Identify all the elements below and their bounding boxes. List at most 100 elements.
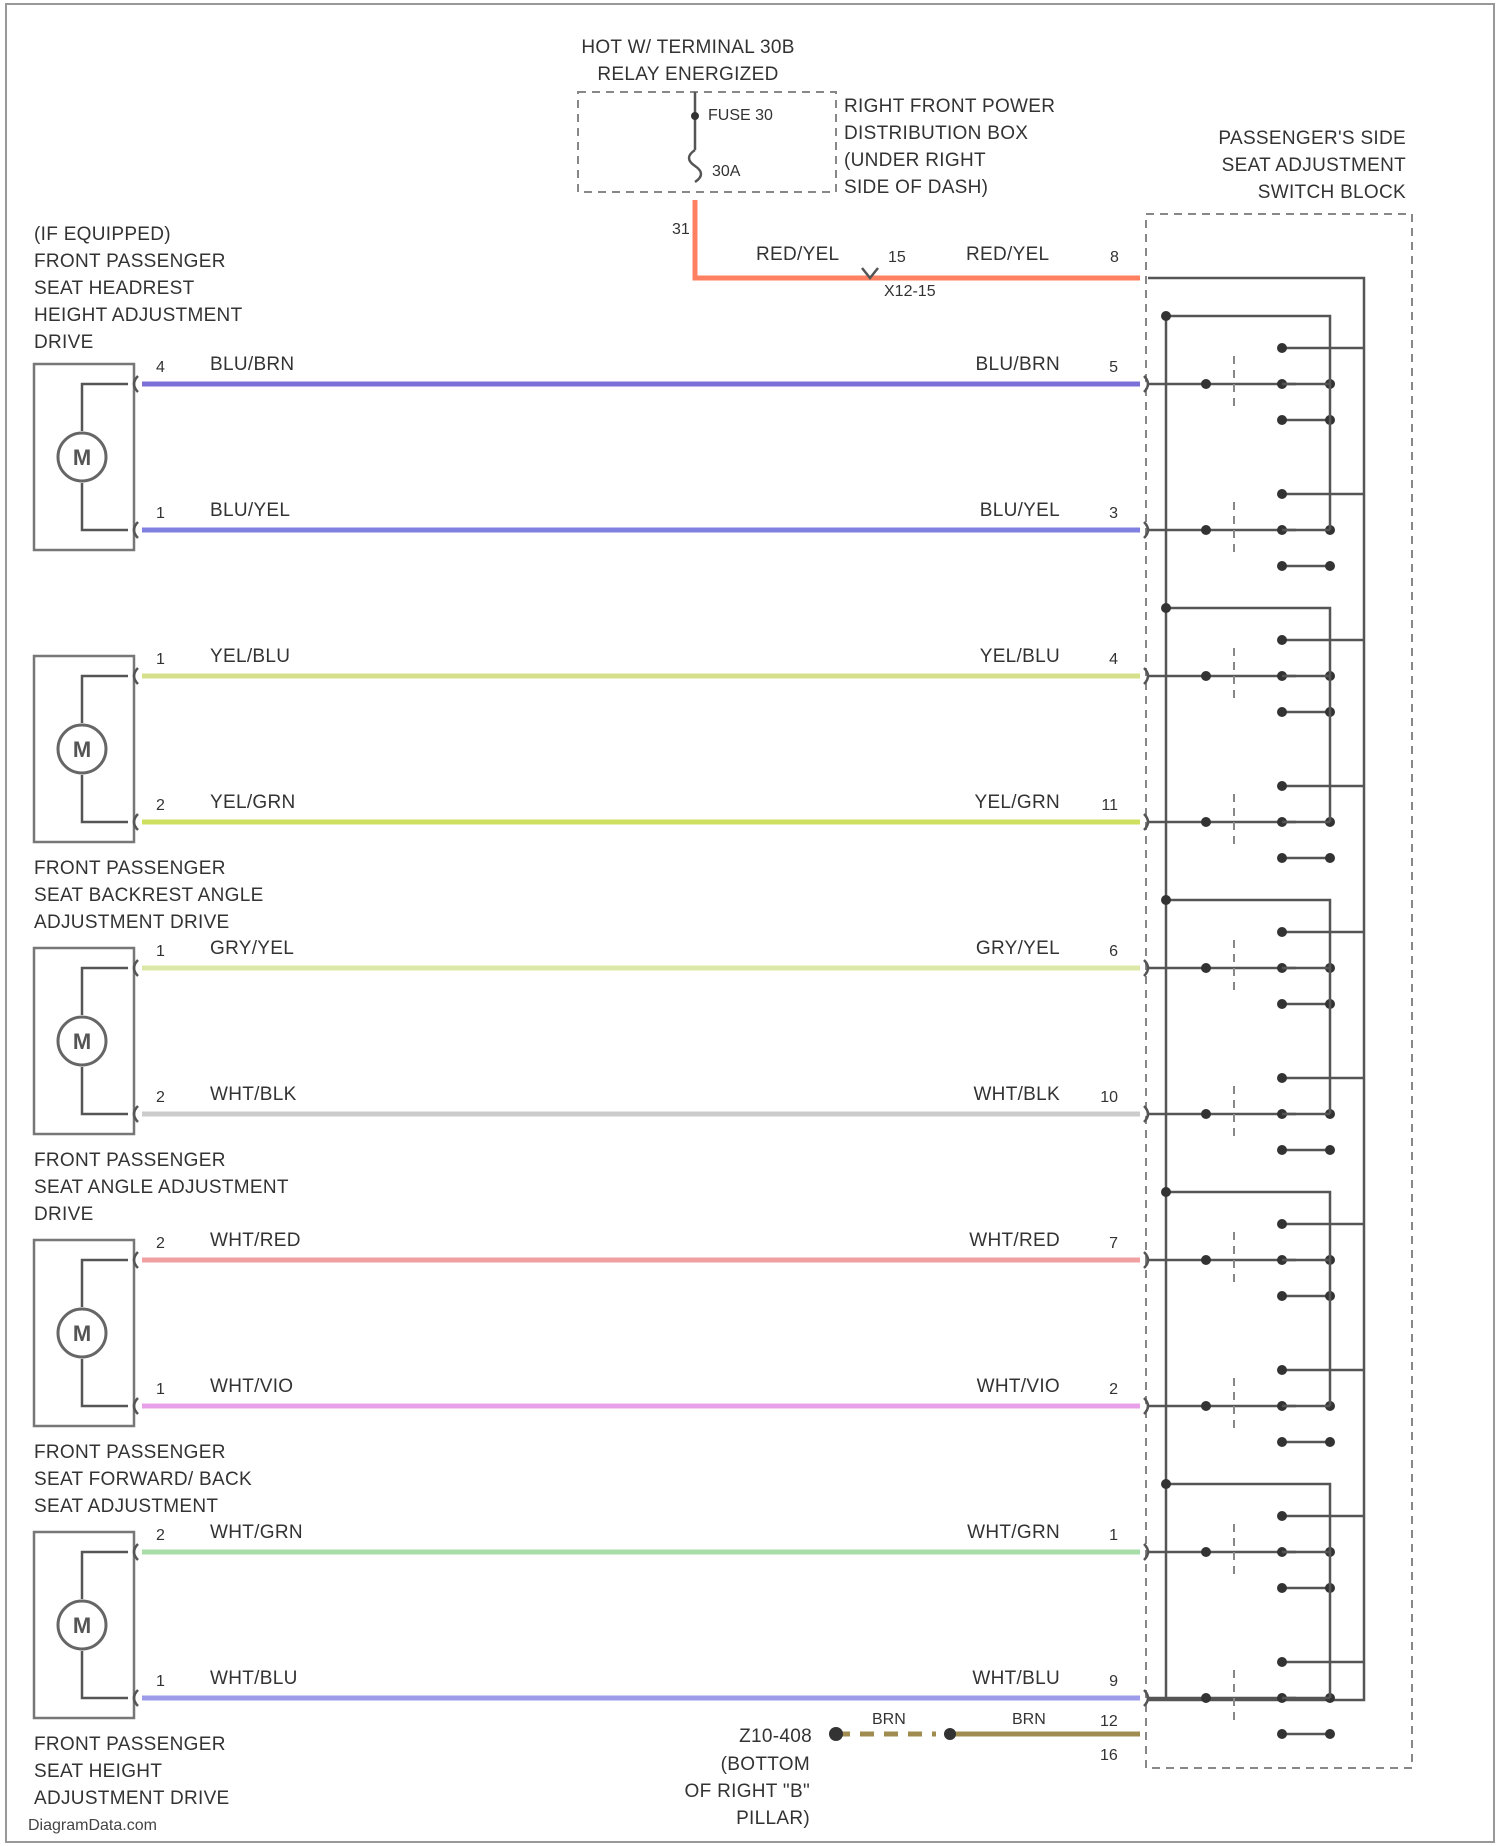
- motor-pin: 2: [156, 797, 165, 814]
- motor-symbol: M: [73, 1613, 91, 1638]
- motor-connector: [134, 376, 138, 392]
- wire-gry-yel: 1GRY/YELGRY/YEL6: [134, 938, 1148, 976]
- wire-color-right: YEL/BLU: [980, 646, 1060, 667]
- wire-blu-yel: 1 BLU/YEL BLU/YEL 3: [134, 500, 1148, 538]
- dist-box-line4: SIDE OF DASH): [844, 177, 988, 198]
- power-wire: [695, 200, 1140, 278]
- motor-connector: [134, 1252, 138, 1268]
- contact-dot: [1277, 1291, 1287, 1301]
- junction-dot: [1161, 603, 1171, 613]
- switch-contact-group: [1148, 1365, 1364, 1447]
- junction-dot: [1201, 1547, 1211, 1557]
- watermark: DiagramData.com: [28, 1817, 157, 1834]
- motor-connector: [134, 1398, 138, 1414]
- motor-pin: 2: [156, 1089, 165, 1106]
- power-source: HOT W/ TERMINAL 30B RELAY ENERGIZED FUSE…: [578, 37, 1140, 300]
- wire-color-right: BLU/BRN: [976, 354, 1060, 375]
- contact-dot: [1325, 853, 1335, 863]
- ground-point: [829, 1727, 843, 1741]
- wire-color-left: BLU/YEL: [210, 500, 290, 521]
- wire-wht-grn: 2 WHT/GRN WHT/GRN 1: [134, 1522, 1148, 1560]
- contact-dot: [1277, 1729, 1287, 1739]
- wire-color-left: GRY/YEL: [210, 938, 294, 959]
- contact-dot: [1277, 1657, 1287, 1667]
- motor-label-line: FRONT PASSENGER: [34, 858, 226, 879]
- contact-dot: [1277, 489, 1287, 499]
- switch-contact-group: [1148, 1073, 1364, 1155]
- switch-pin: 10: [1100, 1089, 1118, 1106]
- contact-dot: [1325, 1437, 1335, 1447]
- junction-dot: [1201, 1401, 1211, 1411]
- switch-pin: 3: [1109, 505, 1118, 522]
- wire-color-right: YEL/GRN: [974, 792, 1060, 813]
- switch-contact-group: [1148, 489, 1364, 571]
- fuse-pin: 31: [672, 221, 690, 238]
- power-wire-color-right: RED/YEL: [966, 244, 1049, 265]
- dist-box-line2: DISTRIBUTION BOX: [844, 123, 1028, 144]
- contact-dot: [1277, 1437, 1287, 1447]
- motor-label-line: SEAT BACKREST ANGLE: [34, 885, 264, 906]
- switch-block-line1: PASSENGER'S SIDE: [1218, 128, 1406, 149]
- wire-color-right: WHT/BLU: [972, 1668, 1060, 1689]
- ground-switch-pin: 12: [1100, 1713, 1118, 1730]
- switch-contact-group: [1148, 1511, 1364, 1593]
- dist-box-line1: RIGHT FRONT POWER: [844, 96, 1055, 117]
- switch-pin: 9: [1109, 1673, 1118, 1690]
- motor-pin: 1: [156, 505, 165, 522]
- motor-label-line: SEAT ANGLE ADJUSTMENT: [34, 1177, 289, 1198]
- wire-color-left: YEL/BLU: [210, 646, 290, 667]
- motor-pin: 4: [156, 359, 165, 376]
- wire-color-right: BLU/YEL: [980, 500, 1060, 521]
- motor-label-line: DRIVE: [34, 332, 94, 353]
- switch-pin: 4: [1109, 651, 1118, 668]
- junction-dot: [1201, 1255, 1211, 1265]
- motor-label-line: FRONT PASSENGER: [34, 1442, 226, 1463]
- contact-dot: [1277, 415, 1287, 425]
- ground-pin-below: 16: [1100, 1747, 1118, 1764]
- motor-pin: 2: [156, 1235, 165, 1252]
- contact-dot: [1277, 781, 1287, 791]
- contact-dot: [1277, 343, 1287, 353]
- switch-block-line2: SEAT ADJUSTMENT: [1222, 155, 1406, 176]
- hot-label-line1: HOT W/ TERMINAL 30B: [581, 37, 794, 58]
- motor-connector: [134, 1544, 138, 1560]
- motor-connector: [134, 522, 138, 538]
- motor-pin: 1: [156, 1381, 165, 1398]
- wire-color-left: BLU/BRN: [210, 354, 294, 375]
- fuse-rating: 30A: [712, 163, 741, 180]
- motor-label-line: SEAT FORWARD/ BACK: [34, 1469, 252, 1490]
- switch-pin: 2: [1109, 1381, 1118, 1398]
- switch-pin: 1: [1109, 1527, 1118, 1544]
- switch-contact-group: [1148, 1219, 1364, 1301]
- motor-5: MFRONT PASSENGERSEAT HEIGHTADJUSTMENT DR…: [34, 1532, 230, 1809]
- switch-pin: 6: [1109, 943, 1118, 960]
- switch-block-line3: SWITCH BLOCK: [1258, 182, 1406, 203]
- switch-pin: 7: [1109, 1235, 1118, 1252]
- motor-symbol: M: [73, 1321, 91, 1346]
- wires-layer: 4BLU/BRNBLU/BRN51BLU/YELBLU/YEL31YEL/BLU…: [134, 354, 1148, 1706]
- motor-pin: 2: [156, 1527, 165, 1544]
- wire-color-right: WHT/BLK: [973, 1084, 1060, 1105]
- motor-label-line: SEAT HEIGHT: [34, 1761, 162, 1782]
- motor-label-line: FRONT PASSENGER: [34, 1734, 226, 1755]
- junction-dot: [1201, 671, 1211, 681]
- contact-dot: [1277, 1145, 1287, 1155]
- motor-label-line: DRIVE: [34, 1204, 94, 1225]
- motor-pin: 1: [156, 1673, 165, 1690]
- ground-splice: [944, 1728, 956, 1740]
- contact-dot: [1277, 927, 1287, 937]
- ground-connection: Z10-408 (BOTTOM OF RIGHT "B" PILLAR) BRN…: [685, 1711, 1140, 1829]
- wire-color-left: YEL/GRN: [210, 792, 296, 813]
- junction-dot: [1201, 963, 1211, 973]
- fuse-label: FUSE 30: [708, 107, 773, 124]
- junction-dot: [1161, 895, 1171, 905]
- motor-label-line: HEIGHT ADJUSTMENT: [34, 305, 243, 326]
- wire-color-left: WHT/GRN: [210, 1522, 303, 1543]
- wire-color-right: WHT/GRN: [967, 1522, 1060, 1543]
- switch-block-outline: [1146, 214, 1412, 1768]
- distribution-box-outline: [578, 92, 836, 192]
- contact-dot: [1277, 1583, 1287, 1593]
